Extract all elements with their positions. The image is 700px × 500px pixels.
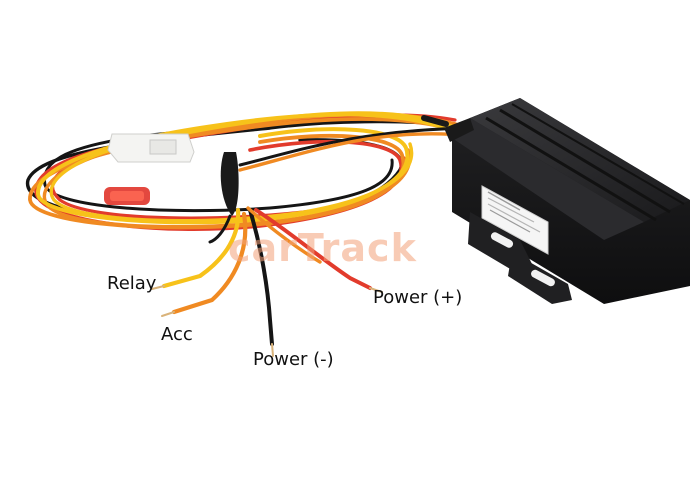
fuse-holder (104, 187, 150, 205)
wire-bundle (26, 111, 474, 231)
white-connector (107, 133, 195, 163)
loose-wire-ends (151, 206, 383, 357)
acc-wire-label: Acc (161, 324, 193, 345)
gps-tracker-device (421, 98, 690, 304)
relay-wire-label: Relay (107, 273, 157, 294)
power-negative-wire-label: Power (-) (253, 349, 334, 370)
brand-watermark: carTrack (228, 226, 417, 270)
power-positive-wire-label: Power (+) (373, 287, 463, 308)
cable-tie (220, 152, 239, 216)
